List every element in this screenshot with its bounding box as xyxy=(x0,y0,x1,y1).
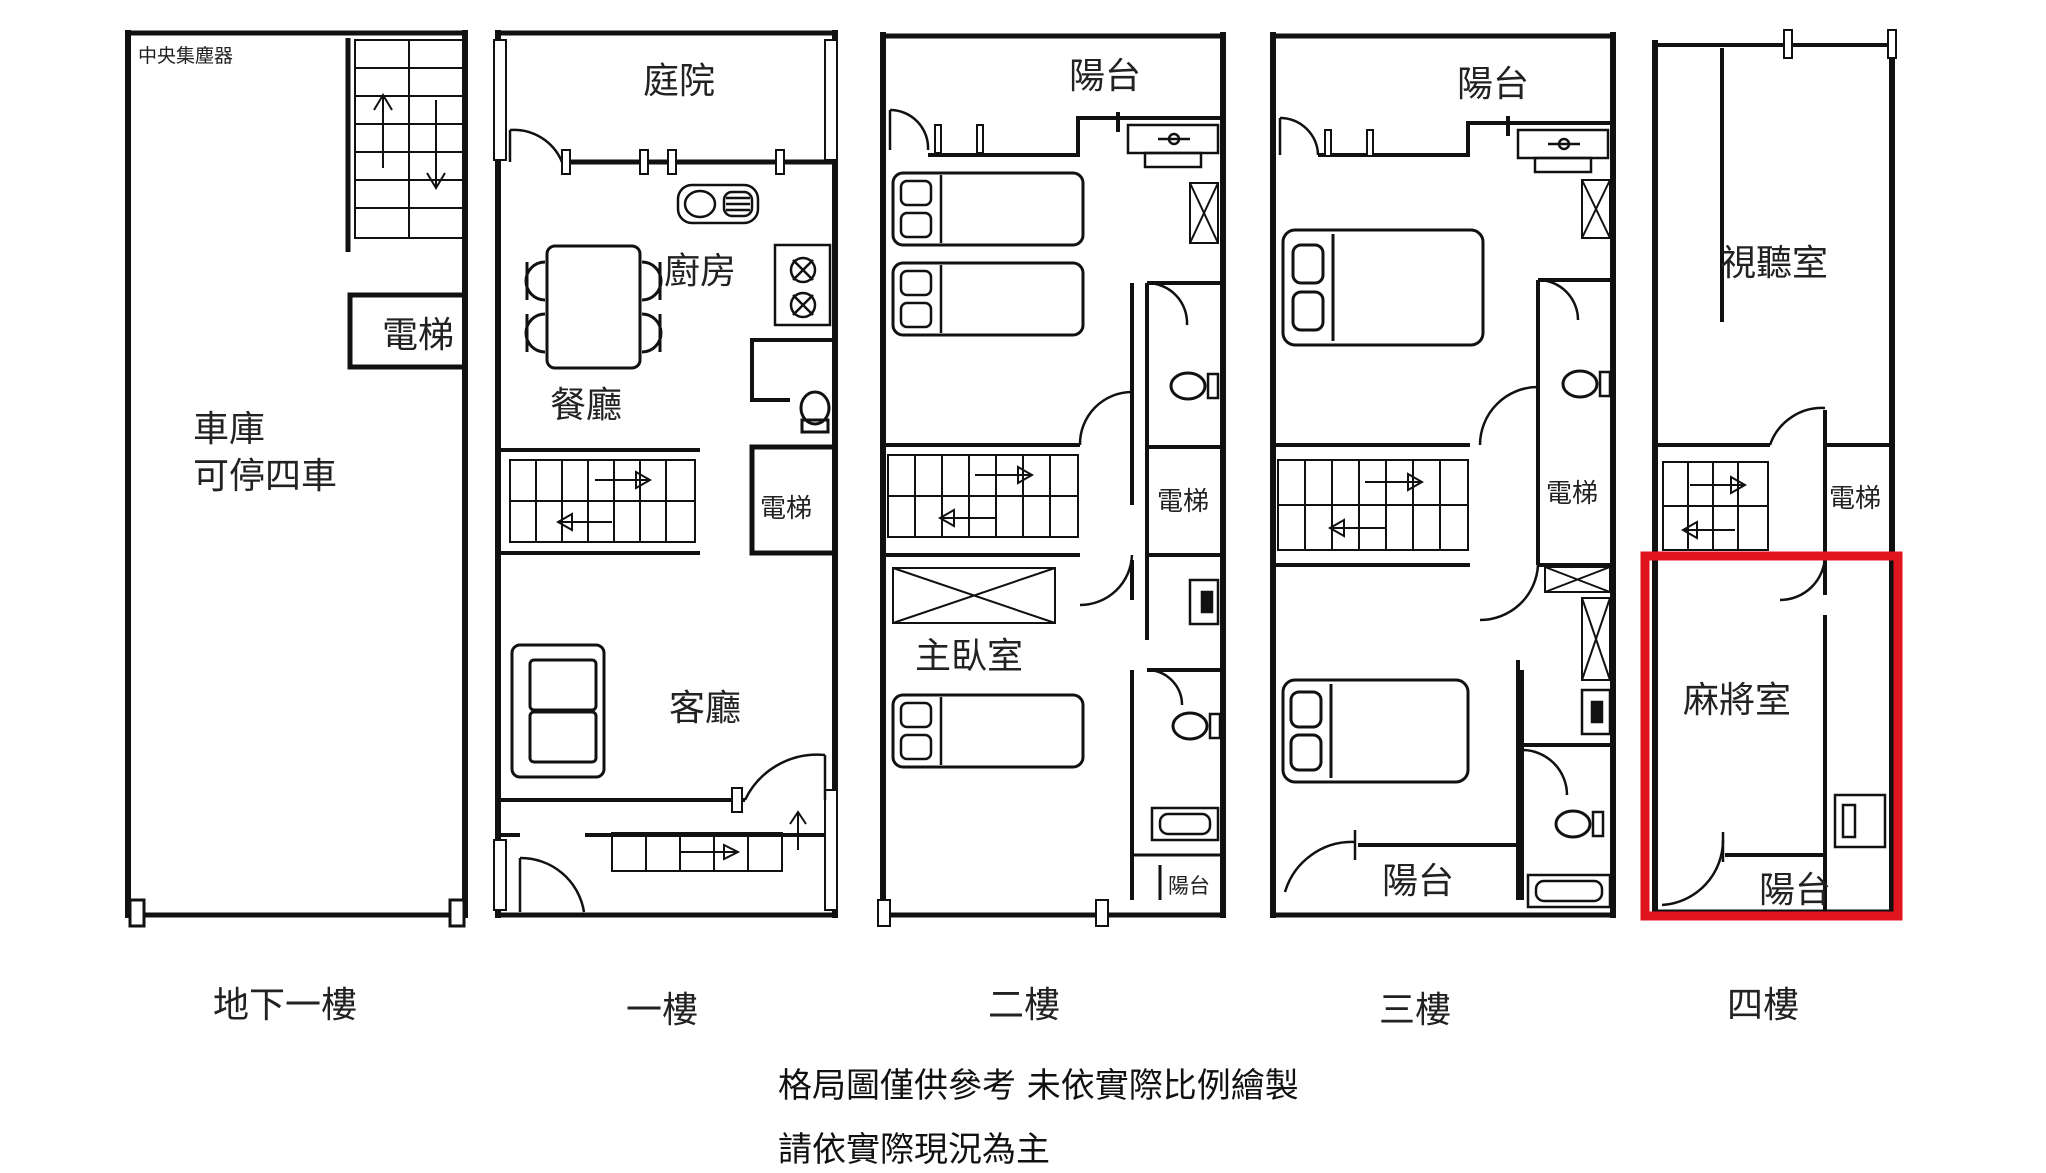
4f-balcony-label: 陽台 xyxy=(1759,870,1831,911)
floor-1f: 庭院 廚房 餐廳 電梯 客廳 一樓 xyxy=(493,30,838,1031)
floor-b1: 中央集塵器 電梯 車庫 可停四車 地下一樓 xyxy=(125,30,468,1026)
floor-3f: 陽台 電梯 陽台 三樓 xyxy=(1270,32,1616,1031)
b1-garage-capacity-label: 可停四車 xyxy=(193,456,337,497)
down-arrow-icon xyxy=(426,100,446,190)
1f-kitchen-label: 廚房 xyxy=(664,251,736,292)
1f-dining-label: 餐廳 xyxy=(550,385,622,426)
2f-walls xyxy=(877,32,1226,927)
1f-stove xyxy=(773,243,832,327)
4f-doors xyxy=(1661,406,1827,907)
3f-bed-1 xyxy=(1281,228,1485,347)
mahjong-room-highlight xyxy=(1640,551,1903,921)
3f-balcony-bottom-label: 陽台 xyxy=(1382,861,1454,902)
disclaimer-note: 格局圖僅供參考 未依實際比例繪製 xyxy=(778,1066,1299,1106)
1f-sofa xyxy=(510,643,606,779)
right-arrow-icon xyxy=(595,470,653,490)
2f-bed-1 xyxy=(891,171,1085,247)
3f-walls xyxy=(1270,32,1616,918)
b1-walls xyxy=(125,30,468,928)
2f-bed-2 xyxy=(891,261,1085,337)
floor-label-2f: 二樓 xyxy=(988,985,1060,1026)
2f-doors xyxy=(888,108,1189,706)
disclaimer-note-secondary: 請依實際現況為主 xyxy=(778,1130,1050,1170)
floor-label-4f: 四樓 xyxy=(1727,985,1799,1026)
1f-toilet xyxy=(799,390,831,434)
3f-closet xyxy=(1544,566,1611,681)
3f-elevator-label: 電梯 xyxy=(1546,479,1598,509)
3f-doors xyxy=(1278,116,1580,893)
floor-label-b1: 地下一樓 xyxy=(213,985,357,1026)
floor-4f: 視聽室 電梯 麻將室 陽台 四樓 xyxy=(1640,29,1903,1026)
b1-elevator-label: 電梯 xyxy=(382,315,454,356)
3f-sink xyxy=(1516,128,1610,174)
2f-stairs xyxy=(887,454,1079,538)
2f-washbasin xyxy=(1188,578,1220,626)
3f-wardrobe xyxy=(1581,179,1611,239)
1f-stairs xyxy=(509,459,696,543)
2f-bathtub xyxy=(1150,806,1220,842)
b1-garage-label: 車庫 xyxy=(193,409,265,450)
1f-walls xyxy=(493,30,838,918)
2f-balcony-label: 陽台 xyxy=(1069,56,1141,97)
up-arrow-icon xyxy=(373,93,393,168)
4f-walls xyxy=(1652,29,1897,918)
1f-elevator-label: 電梯 xyxy=(760,494,812,524)
1f-yard-label: 庭院 xyxy=(643,61,715,102)
2f-sink xyxy=(1126,123,1220,169)
3f-balcony-top-label: 陽台 xyxy=(1457,64,1529,105)
4f-mahjong-room-label: 麻將室 xyxy=(1683,680,1791,721)
1f-living-label: 客廳 xyxy=(669,688,741,729)
4f-av-room-label: 視聽室 xyxy=(1720,243,1828,284)
4f-elevator-label: 電梯 xyxy=(1829,484,1881,514)
3f-toilet-2 xyxy=(1554,809,1605,839)
2f-master-bed xyxy=(891,693,1085,769)
b1-stairs xyxy=(354,39,464,239)
1f-dining-table xyxy=(524,244,663,370)
3f-bathtub xyxy=(1526,873,1612,909)
left-arrow-icon xyxy=(555,512,612,532)
2f-toilet-1 xyxy=(1169,371,1220,401)
3f-stairs xyxy=(1277,459,1469,551)
3f-bed-2 xyxy=(1281,678,1470,784)
2f-elevator-label: 電梯 xyxy=(1157,487,1209,517)
floor-2f: 陽台 電梯 主臥室 陽台 二樓 xyxy=(877,32,1226,1026)
3f-washbasin xyxy=(1580,688,1612,736)
floor-label-3f: 三樓 xyxy=(1379,990,1451,1031)
4f-stairs xyxy=(1662,461,1769,551)
2f-small-balcony-label: 陽台 xyxy=(1168,874,1210,898)
floor-label-1f: 一樓 xyxy=(626,990,698,1031)
3f-toilet-1 xyxy=(1561,369,1612,399)
2f-toilet-2 xyxy=(1171,711,1222,741)
2f-closet xyxy=(892,567,1056,624)
1f-entry-stairs xyxy=(611,810,807,872)
4f-cabinet xyxy=(1833,793,1887,849)
1f-doors xyxy=(508,128,827,913)
2f-master-bedroom-label: 主臥室 xyxy=(915,636,1023,677)
1f-sink xyxy=(676,183,760,225)
b1-dust-collector-label: 中央集塵器 xyxy=(138,45,233,67)
2f-wardrobe xyxy=(1189,182,1219,244)
